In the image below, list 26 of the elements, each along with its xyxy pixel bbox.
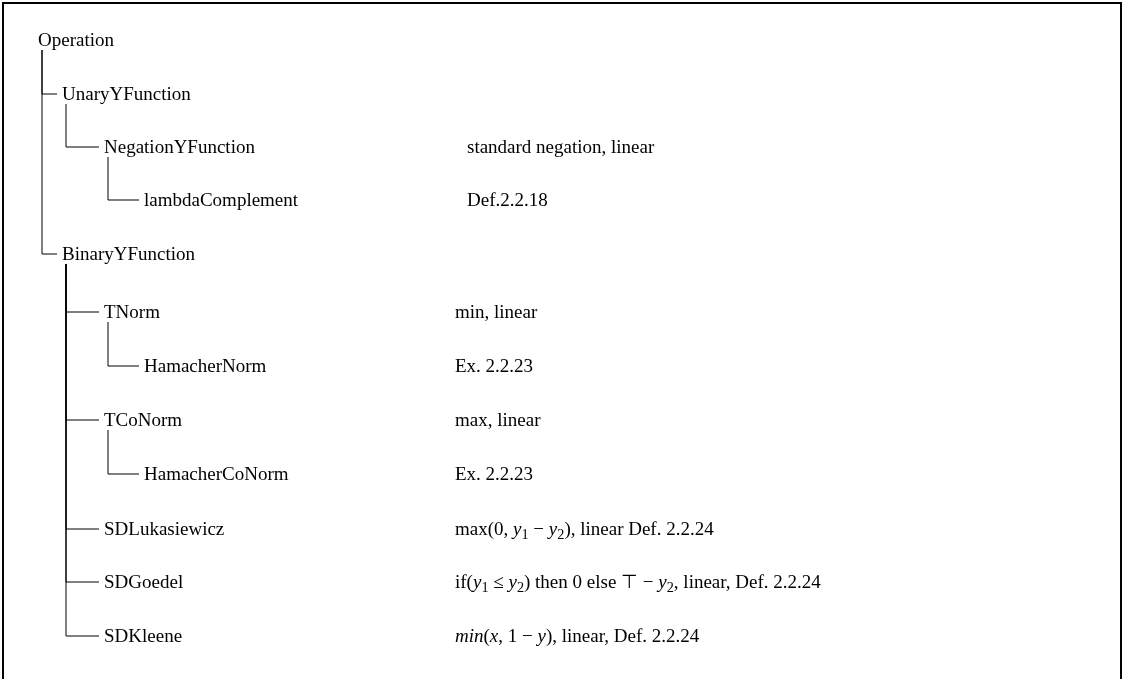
description-text: if(y$_{1}$ ≤ y$_{2}$) then 0 else ⊤ − y$_{2}$, linear, Def. 2.2.24 [455,570,821,594]
description-text: min, linear [455,300,538,324]
class-name: HamacherCoNorm [144,462,289,486]
class-name: lambdaComplement [144,188,299,212]
class-name: TNorm [104,300,160,324]
description-text: standard negation, linear [467,135,655,159]
description-text: Ex. 2.2.23 [455,462,534,486]
class-name: SDLukasiewicz [104,517,225,541]
tree-connector [107,156,140,201]
class-name: SDGoedel [104,570,184,594]
description-text: Def.2.2.18 [467,188,548,212]
description-text: max, linear [455,408,541,432]
class-name: TCoNorm [104,408,183,432]
description-text: max(0, y$_{1}$ − y$_{2}$), linear Def. 2.2.24 [455,517,714,541]
description-text: Ex. 2.2.23 [455,354,534,378]
tree-connector [107,321,140,367]
class-name: HamacherNorm [144,354,267,378]
tree-connector [65,103,100,148]
class-name: Operation [38,28,114,52]
tree-connector [41,49,58,255]
tree-connector [107,429,140,475]
class-name: BinaryYFunction [62,242,195,266]
class-name: UnaryYFunction [62,82,191,106]
class-name: SDKleene [104,624,183,648]
description-text: min(x, 1 − y), linear, Def. 2.2.24 [455,624,700,648]
class-name: NegationYFunction [104,135,255,159]
